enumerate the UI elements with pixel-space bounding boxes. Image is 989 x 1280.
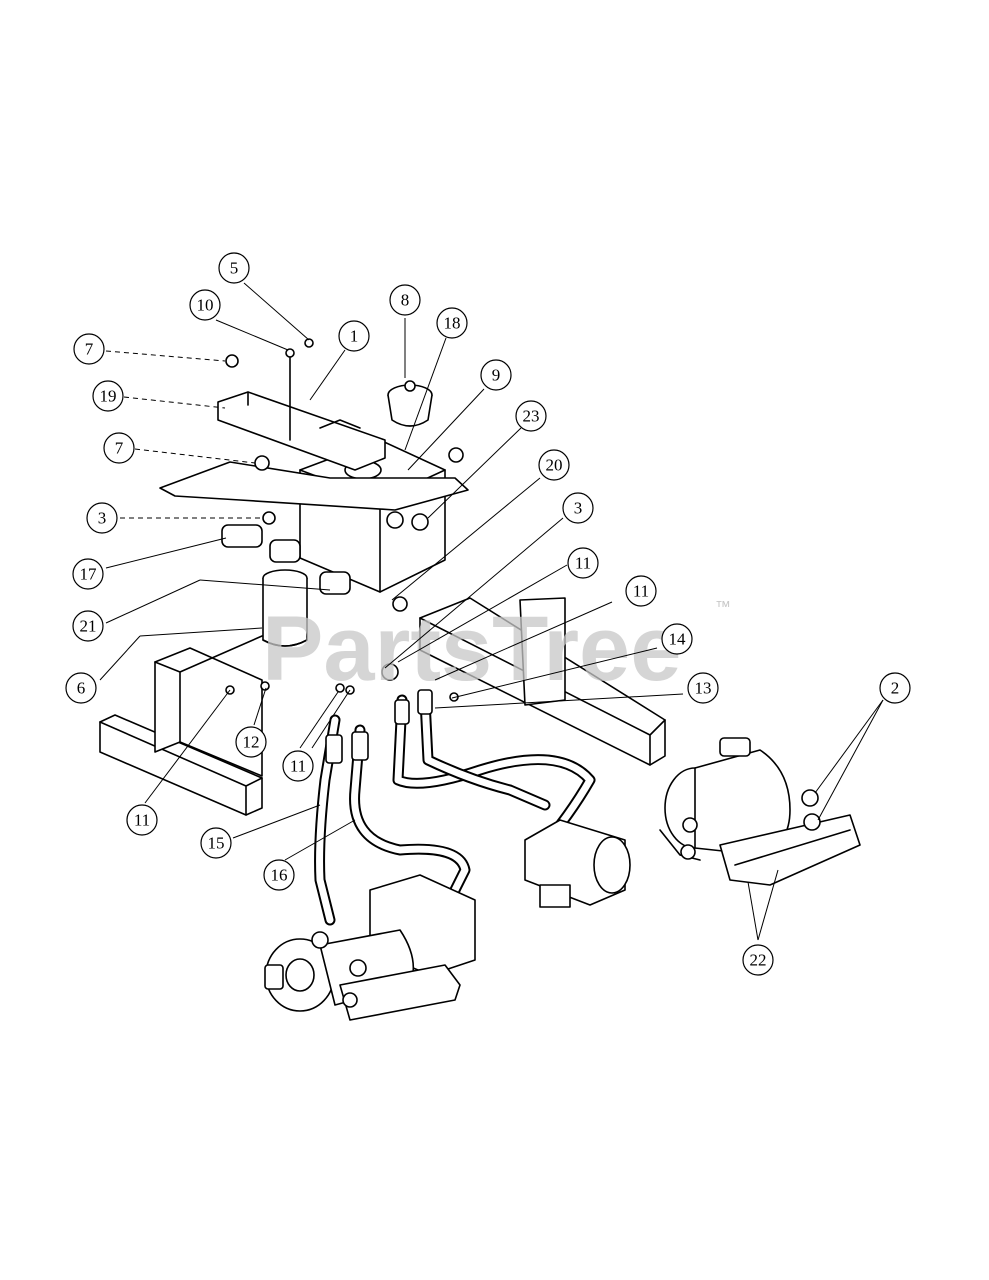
svg-text:5: 5 bbox=[230, 259, 239, 278]
hydraulic-pump-right bbox=[659, 737, 861, 886]
callout-13: 13 bbox=[687, 672, 719, 704]
drive-motor-center bbox=[524, 819, 631, 908]
callout-3-left: 3 bbox=[86, 502, 118, 534]
assembly-drawing bbox=[99, 338, 861, 1021]
callout-7-upper: 7 bbox=[73, 333, 105, 365]
callout-3-right: 3 bbox=[562, 492, 594, 524]
svg-text:21: 21 bbox=[80, 617, 97, 636]
svg-text:11: 11 bbox=[290, 757, 306, 776]
svg-text:3: 3 bbox=[574, 499, 583, 518]
svg-text:16: 16 bbox=[271, 866, 288, 885]
callout-5: 5 bbox=[218, 252, 250, 284]
callout-2: 2 bbox=[879, 672, 911, 704]
callout-9: 9 bbox=[480, 359, 512, 391]
callout-11-right: 11 bbox=[625, 575, 657, 607]
svg-text:22: 22 bbox=[750, 951, 767, 970]
callout-1: 1 bbox=[338, 320, 370, 352]
filler-cap bbox=[387, 380, 433, 427]
svg-text:7: 7 bbox=[115, 439, 124, 458]
callout-14: 14 bbox=[661, 623, 693, 655]
callout-17: 17 bbox=[72, 558, 104, 590]
callout-21: 21 bbox=[72, 610, 104, 642]
hydraulic-hoses bbox=[314, 694, 596, 926]
frame-rail-left bbox=[99, 714, 263, 816]
callout-7-lower: 7 bbox=[103, 432, 135, 464]
callout-10: 10 bbox=[189, 289, 221, 321]
watermark-text: PartsTree bbox=[262, 598, 681, 700]
svg-text:14: 14 bbox=[669, 630, 687, 649]
callout-6: 6 bbox=[65, 672, 97, 704]
callout-19: 19 bbox=[92, 380, 124, 412]
svg-text:9: 9 bbox=[492, 366, 501, 385]
callout-12: 12 bbox=[235, 726, 267, 758]
svg-text:13: 13 bbox=[695, 679, 712, 698]
svg-text:12: 12 bbox=[243, 733, 260, 752]
small-hardware bbox=[225, 338, 464, 702]
callout-23: 23 bbox=[515, 400, 547, 432]
svg-text:10: 10 bbox=[197, 296, 214, 315]
callout-15: 15 bbox=[200, 827, 232, 859]
svg-text:11: 11 bbox=[575, 554, 591, 573]
svg-text:11: 11 bbox=[134, 811, 150, 830]
callouts: 5 10 1 8 18 7 9 19 23 7 20 3 3 17 11 bbox=[65, 252, 911, 976]
tank-fittings bbox=[221, 511, 429, 595]
svg-text:8: 8 bbox=[401, 291, 410, 310]
svg-text:11: 11 bbox=[633, 582, 649, 601]
watermark-trademark: ™ bbox=[715, 599, 731, 616]
watermark: PartsTree ™ bbox=[262, 598, 731, 700]
callout-11-upper: 11 bbox=[567, 547, 599, 579]
hydraulic-pump-left bbox=[264, 874, 476, 1021]
svg-text:23: 23 bbox=[523, 407, 540, 426]
mounting-bracket-left bbox=[154, 635, 263, 777]
callout-11-center: 11 bbox=[282, 750, 314, 782]
svg-text:7: 7 bbox=[85, 340, 94, 359]
callout-8: 8 bbox=[389, 284, 421, 316]
svg-text:15: 15 bbox=[208, 834, 225, 853]
svg-text:20: 20 bbox=[546, 456, 563, 475]
hose-fittings bbox=[325, 596, 433, 764]
svg-text:6: 6 bbox=[77, 679, 86, 698]
svg-text:2: 2 bbox=[891, 679, 900, 698]
callout-11-left: 11 bbox=[126, 804, 158, 836]
hydraulic-filter bbox=[262, 569, 308, 647]
callout-16: 16 bbox=[263, 859, 295, 891]
svg-text:17: 17 bbox=[80, 565, 98, 584]
svg-text:18: 18 bbox=[444, 314, 461, 333]
svg-text:1: 1 bbox=[350, 327, 359, 346]
callout-22: 22 bbox=[742, 944, 774, 976]
leader-lines bbox=[99, 282, 884, 941]
svg-text:3: 3 bbox=[98, 509, 107, 528]
svg-text:19: 19 bbox=[100, 387, 117, 406]
mounting-plate bbox=[217, 391, 386, 471]
callout-18: 18 bbox=[436, 307, 468, 339]
callout-20: 20 bbox=[538, 449, 570, 481]
